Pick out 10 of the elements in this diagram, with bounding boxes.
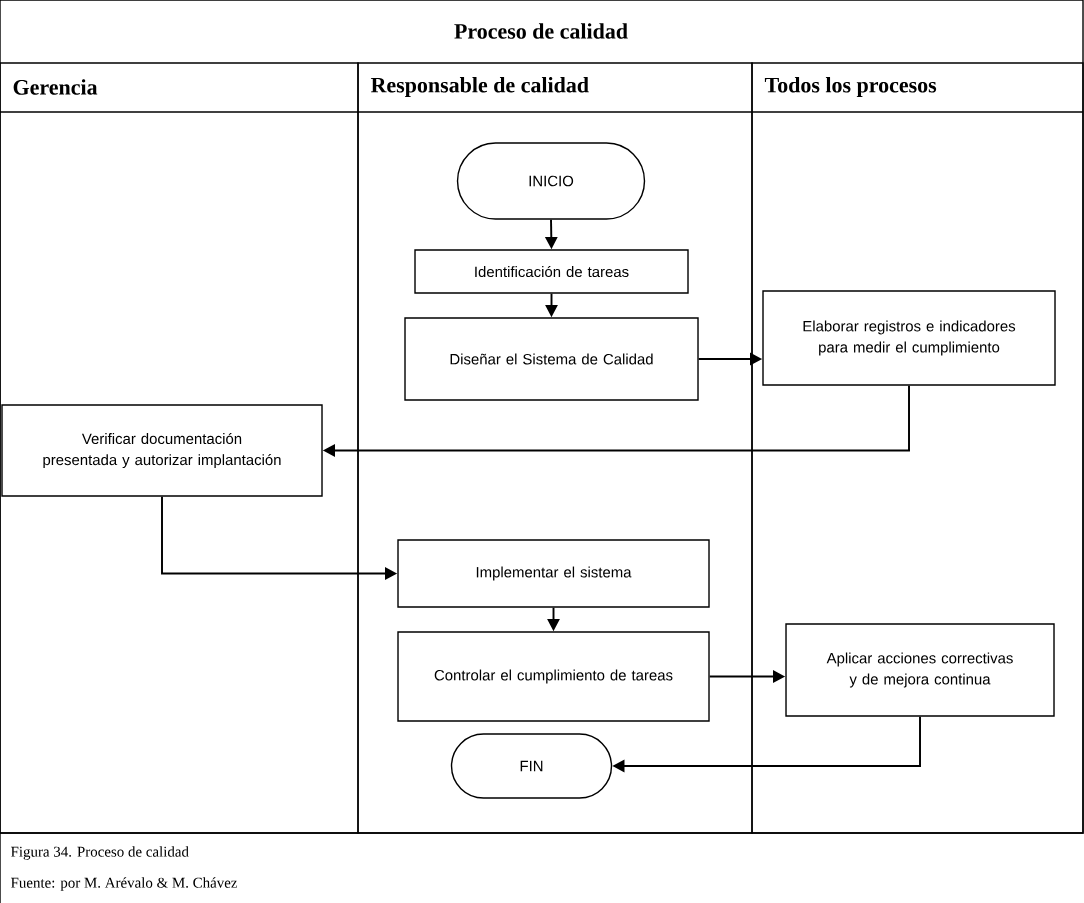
- source-note: Fuente: por M. Arévalo & M. Chávez: [11, 877, 238, 891]
- title: Proceso de calidad: [454, 23, 628, 39]
- process-box: Implementar el sistema: [397, 539, 710, 608]
- process-box: Verificar documentación presentada y autorizar implantación: [1, 404, 323, 497]
- process-box: Identificación de tareas: [414, 249, 689, 294]
- process-box: Elaborar registros e indicadores para medir el cumplimiento: [762, 290, 1056, 386]
- caption: Figura 34. Proceso de calidad: [11, 846, 189, 860]
- process-box: Controlar el cumplimiento de tareas: [397, 631, 710, 722]
- process-box: Aplicar acciones correctivas y de mejora continua: [785, 623, 1055, 717]
- process-box: Diseñar el Sistema de Calidad: [404, 317, 699, 401]
